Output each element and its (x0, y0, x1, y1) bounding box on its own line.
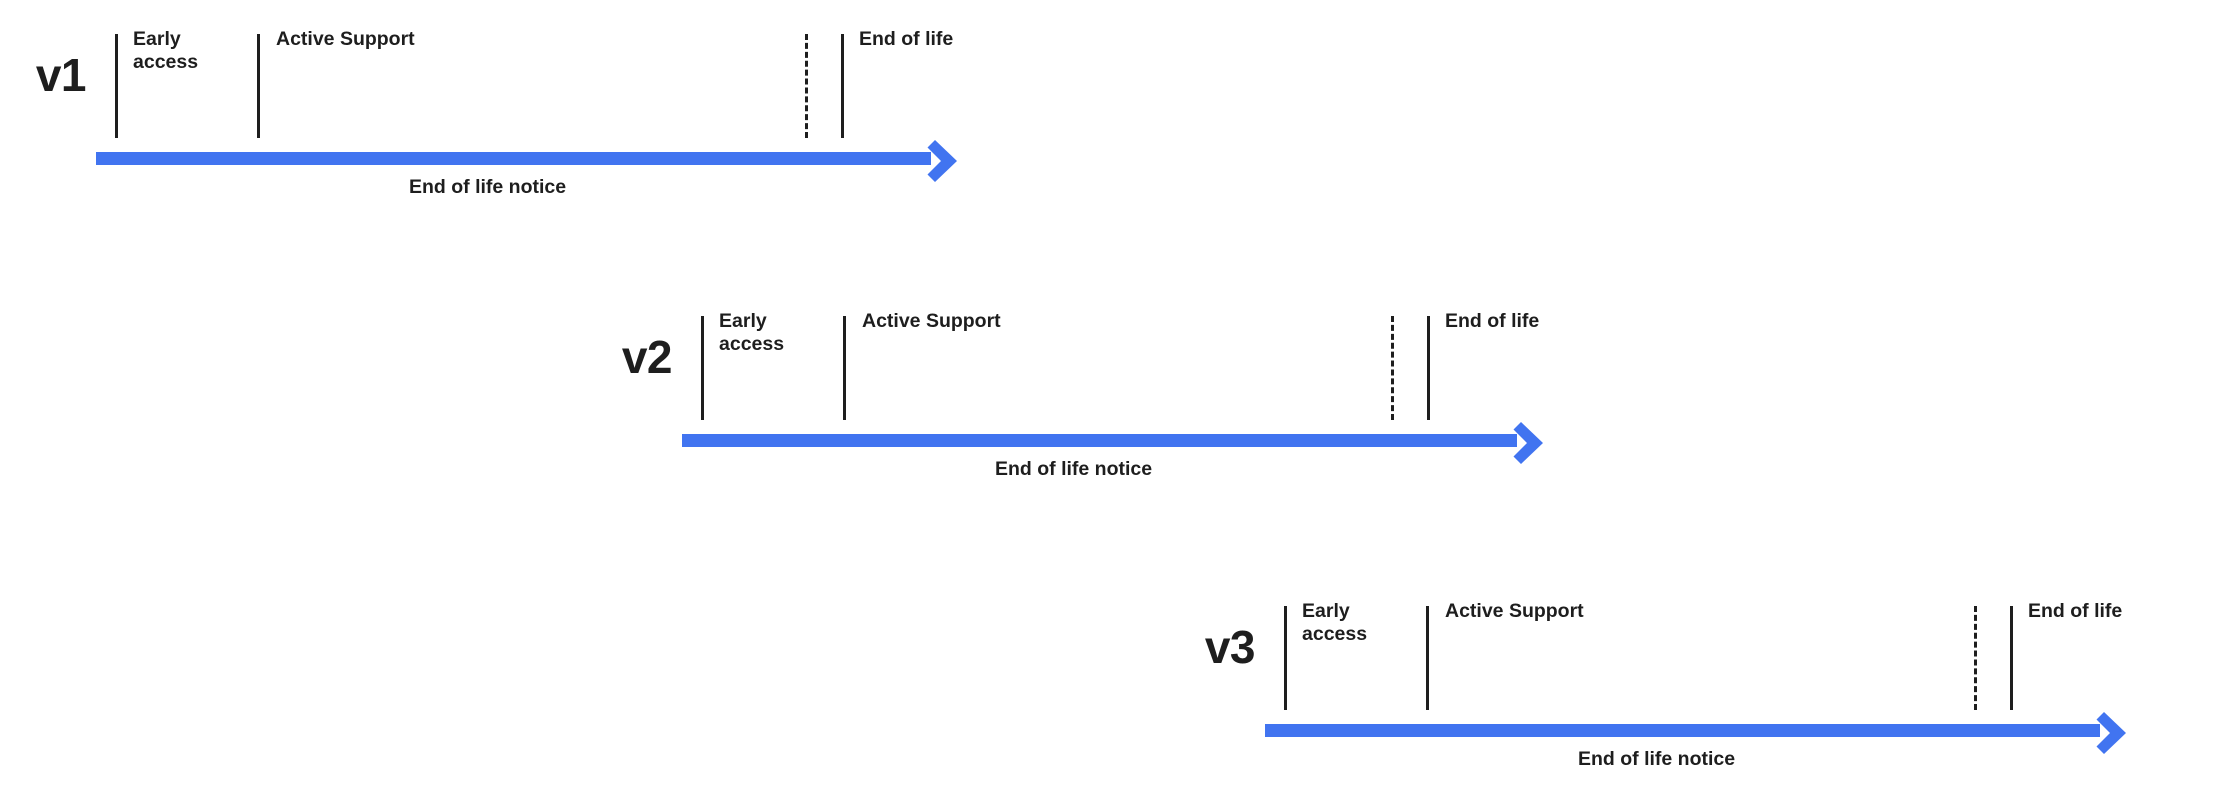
version-label-v2: v2 (621, 331, 673, 383)
end-of-life-divider-rule (841, 34, 844, 138)
lifecycle-arrow-head-icon (921, 138, 967, 184)
phase-label-early-access: Early access (719, 310, 785, 355)
end-of-life-divider-rule (1427, 316, 1430, 420)
phase-divider-rule-2 (843, 316, 846, 420)
lifecycle-arrow-shaft (96, 152, 931, 165)
end-of-life-notice-label: End of life notice (995, 458, 1153, 480)
phase-divider-rule-1 (1284, 606, 1287, 710)
phase-label-active-support: Active Support (276, 28, 415, 50)
lifecycle-arrow (96, 138, 977, 184)
version-label-v1: v1 (35, 49, 87, 101)
end-of-life-notice-label: End of life notice (1578, 748, 1736, 770)
phase-label-early-access: Early access (1302, 600, 1368, 645)
end-of-life-divider-rule (2010, 606, 2013, 710)
end-of-life-notice-marker (1974, 606, 1977, 710)
lifecycle-arrow-shaft (1265, 724, 2100, 737)
phase-label-active-support: Active Support (1445, 600, 1584, 622)
phase-divider-rule-1 (115, 34, 118, 138)
lifecycle-arrow (682, 420, 1563, 466)
phase-label-early-access: Early access (133, 28, 199, 73)
lifecycle-arrow-shaft (682, 434, 1517, 447)
end-of-life-notice-marker (1391, 316, 1394, 420)
phase-label-end-of-life: End of life (859, 28, 954, 50)
phase-label-end-of-life: End of life (1445, 310, 1540, 332)
phase-divider-rule-1 (701, 316, 704, 420)
phase-divider-rule-2 (1426, 606, 1429, 710)
end-of-life-notice-label: End of life notice (409, 176, 567, 198)
lifecycle-arrow (1265, 710, 2146, 756)
lifecycle-arrow-head-icon (1507, 420, 1553, 466)
version-label-v3: v3 (1204, 621, 1256, 673)
lifecycle-arrow-head-icon (2090, 710, 2136, 756)
end-of-life-notice-marker (805, 34, 808, 138)
phase-label-end-of-life: End of life (2028, 600, 2123, 622)
phase-label-active-support: Active Support (862, 310, 1001, 332)
phase-divider-rule-2 (257, 34, 260, 138)
